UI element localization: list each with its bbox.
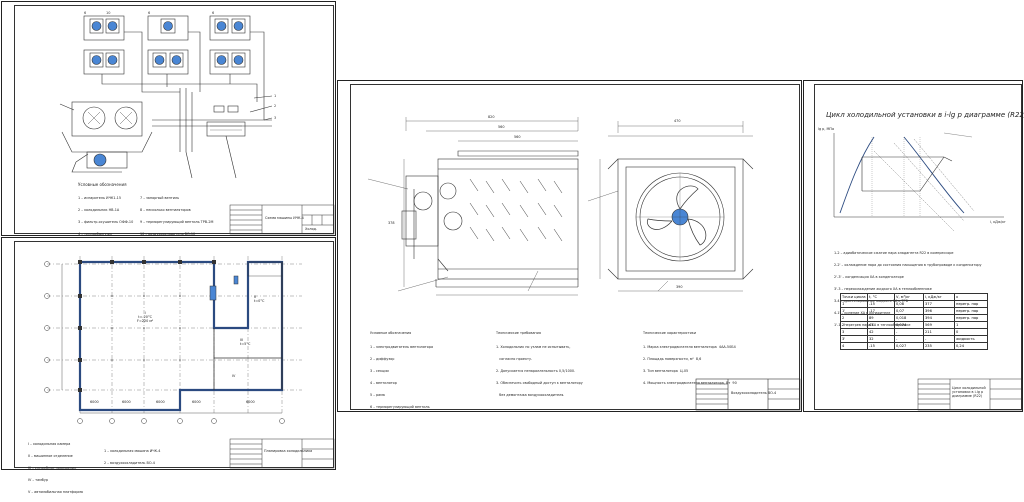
diagram-title: Цикл холодильной установки в i-lg p диаг… xyxy=(826,111,1024,119)
legend-item: 4 – теплообменник xyxy=(78,232,113,236)
spec-item: 2. Площадь поверхности, м² 8,6 xyxy=(643,357,702,361)
stamp-title: Планировка холодильника xyxy=(264,449,313,453)
sheet-frame xyxy=(14,5,334,234)
sheet-frame xyxy=(350,84,800,410)
requirements-heading: Технические требования xyxy=(496,331,541,335)
legend-item: 9 – терморегулирующий вентиль ТРВ-2М xyxy=(140,220,214,224)
legend-item: 1 – холодильная машина ИЧК-4 xyxy=(104,449,161,453)
sheet-air-cooler: 820 560 560 470 390 378 Условные обознач… xyxy=(337,80,802,412)
cycle-note: 2'-3' – конденсация ХА в конденсаторе xyxy=(834,275,904,279)
dimension-label: 6000 xyxy=(156,400,165,404)
svg-text:6: 6 xyxy=(84,11,86,15)
room-label-machine-room: II t=0°C xyxy=(254,295,265,303)
legend-item: 2 – холодильник НВ-1А xyxy=(78,208,120,212)
dimension-label: 560 xyxy=(514,135,521,139)
requirement-item: 3. Обеспечить свободный доступ к вентиля… xyxy=(496,381,583,385)
svg-text:1: 1 xyxy=(274,94,276,98)
x-axis-label: i, кДж/кг xyxy=(990,220,1006,224)
legend-item: 2 – диффузор xyxy=(370,357,395,361)
legend-item: 8 – несколько вентиляторов xyxy=(140,208,191,212)
legend-item: V – автомобильная платформа xyxy=(28,490,83,494)
requirement-item: согласно проекту. xyxy=(496,357,533,361)
legend-item: 3 – фильтр-осушитель ОФФ-10 xyxy=(78,220,134,224)
sheet-machine-scheme: 6 10 6 6 1 2 3 Условные обозначения 1 – испари… xyxy=(1,1,336,260)
legend-list: 1 – электродвигатель вентилятора 2 – диф… xyxy=(370,337,433,417)
legend-heading: Условные обозначения xyxy=(370,331,412,335)
requirements-list: 1. Холодильник по узлам не испытывать, с… xyxy=(496,337,583,405)
legend-item: 4 – вентилятор xyxy=(370,381,397,385)
title-block xyxy=(917,378,1023,411)
svg-text:3: 3 xyxy=(274,116,276,120)
dimension-label: 820 xyxy=(488,115,495,119)
stamp-title: Схема машины ИЧК-4 xyxy=(265,216,304,220)
svg-text:10: 10 xyxy=(106,11,110,15)
spec-item: 3. Тип вентилятора Ц-05 xyxy=(643,369,689,373)
air-cooler-unit xyxy=(83,15,125,41)
room-label-vestibule: IV xyxy=(232,374,236,378)
legend-item: 2 – воздухоохладитель ВО-4 xyxy=(104,461,155,465)
specs-heading: Технические характеристики xyxy=(643,331,697,335)
legend-item: II – машинное отделение xyxy=(28,454,73,458)
dimension-label: 560 xyxy=(498,125,505,129)
requirement-item: 1. Холодильник по узлам не испытывать, xyxy=(496,345,571,349)
legend-item: 1 – испаритель ИЧК1-15 xyxy=(78,196,121,200)
cycle-note: 3'-3 – переохлаждение жидкого ХА в тепло… xyxy=(834,287,932,291)
legend-item: 5 – рама xyxy=(370,393,385,397)
legend-col-2: 1 – холодильная машина ИЧК-4 2 – воздухо… xyxy=(104,441,160,473)
i-lgp-diagram xyxy=(833,132,1004,232)
dimension-label: 6000 xyxy=(192,400,201,404)
cycle-note: 2-2' – охлаждение пара до состояния насы… xyxy=(834,263,982,267)
table-cell: 0,24 xyxy=(954,342,988,350)
legend-item: 6 – терморегулирующий вентиль xyxy=(370,405,430,409)
sheet-floor-plan: I t=-20°C F=220 м² II t=0°C III t=5°C IV… xyxy=(1,237,336,494)
floor-plan-drawing xyxy=(44,256,335,469)
spec-item: 1. Марка электродвигателя вентилятора 4А… xyxy=(643,345,736,349)
legend-heading: Условные обозначения xyxy=(78,182,127,187)
stamp-title: Цикл холодильной установки в i-lg p диаг… xyxy=(952,386,986,398)
legend-item: 7 – запорный вентиль xyxy=(140,196,180,200)
dimension-label: 6000 xyxy=(246,400,255,404)
legend-item: 10 – воздухоохладитель ВО-10 xyxy=(140,232,196,236)
specs-list: 1. Марка электродвигателя вентилятора 4А… xyxy=(643,337,737,393)
cycle-points-table: Точки цикла t, °C V, м³/кг i, кДж/кг x 1… xyxy=(840,293,988,350)
air-cooler-drawing xyxy=(367,117,801,411)
spec-item: 4. Мощность электродвигателя вентилятора… xyxy=(643,381,737,385)
dimension-label: 6000 xyxy=(90,400,99,404)
stamp-title: Воздухоохладитель ВО-4 xyxy=(731,391,777,395)
sheet-cycle-diagram: Цикл холодильной установки в i-lg p диаг… xyxy=(803,80,1024,412)
svg-text:2: 2 xyxy=(274,104,276,108)
dimension-label: 6000 xyxy=(122,400,131,404)
legend-item: III – служебное помещение xyxy=(28,466,77,470)
room-label-cold-chamber: I t=-20°C F=220 м² xyxy=(137,311,154,323)
machine-scheme-drawing: 6 10 6 6 1 2 3 xyxy=(59,11,276,179)
legend-item: 1 – электродвигатель вентилятора xyxy=(370,345,434,349)
legend-item: 3 – секции xyxy=(370,369,389,373)
title-block xyxy=(229,204,335,235)
cycle-note: 1-2 – адиабатическое сжатие пара хладаге… xyxy=(834,251,954,255)
room-label-service-room: III t=5°C xyxy=(240,338,251,346)
stamp-extra: Холод. xyxy=(305,227,318,231)
requirement-item: без демонтажа воздухоохладителя. xyxy=(496,393,565,397)
y-axis-label: lg p, МПа xyxy=(818,127,835,131)
requirement-item: 2. Допускается непараллельность 0,5/1000… xyxy=(496,369,576,373)
legend-col-1: I – холодильная камера II – машинное отд… xyxy=(28,434,83,502)
sheet-frame xyxy=(14,241,334,468)
dimension-label: 470 xyxy=(674,119,681,123)
svg-text:6: 6 xyxy=(212,11,214,15)
dimension-label: 378 xyxy=(388,221,395,225)
svg-text:6: 6 xyxy=(148,11,150,15)
dimension-label: 390 xyxy=(676,285,683,289)
table-header-row: Точки цикла t, °C V, м³/кг i, кДж/кг x xyxy=(840,293,988,301)
legend-item: IV – тамбур xyxy=(28,478,49,482)
legend-item: I – холодильная камера xyxy=(28,442,71,446)
